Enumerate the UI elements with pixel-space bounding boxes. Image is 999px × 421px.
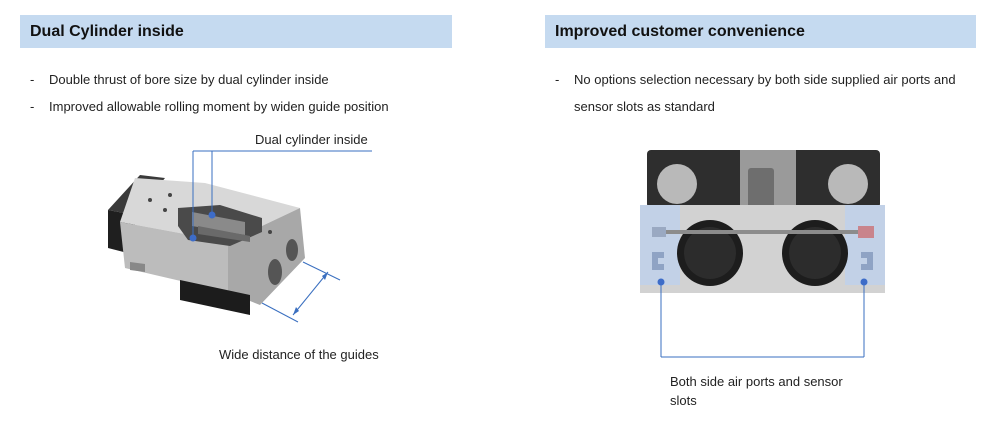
right-panel: Improved customer convenience -No option…: [545, 0, 985, 421]
section-header-customer-convenience: Improved customer convenience: [545, 15, 976, 48]
bullet-item: -No options selection necessary by both …: [555, 66, 980, 120]
feature-bullet-list: -Double thrust of bore size by dual cyli…: [30, 66, 389, 120]
bullet-text: Improved allowable rolling moment by wid…: [49, 99, 389, 114]
callout-label-wide-distance: Wide distance of the guides: [219, 347, 379, 362]
section-title: Improved customer convenience: [555, 22, 805, 40]
bullet-marker: -: [30, 99, 35, 114]
bullet-marker: -: [555, 72, 560, 87]
bullet-marker: -: [30, 72, 35, 87]
bullet-item: -Double thrust of bore size by dual cyli…: [30, 66, 389, 93]
callout-label-air-ports: Both side air ports and sensor slots: [670, 374, 843, 408]
section-header-dual-cylinder: Dual Cylinder inside: [20, 15, 452, 48]
section-title: Dual Cylinder inside: [30, 22, 184, 40]
left-panel: Dual Cylinder inside -Double thrust of b…: [20, 0, 460, 421]
bullet-item: -Improved allowable rolling moment by wi…: [30, 93, 389, 120]
bullet-text: Double thrust of bore size by dual cylin…: [49, 72, 329, 87]
bullet-text: No options selection necessary by both s…: [574, 72, 956, 114]
feature-bullet-list: -No options selection necessary by both …: [555, 66, 980, 120]
callout-label-dual-cylinder: Dual cylinder inside: [255, 132, 368, 147]
